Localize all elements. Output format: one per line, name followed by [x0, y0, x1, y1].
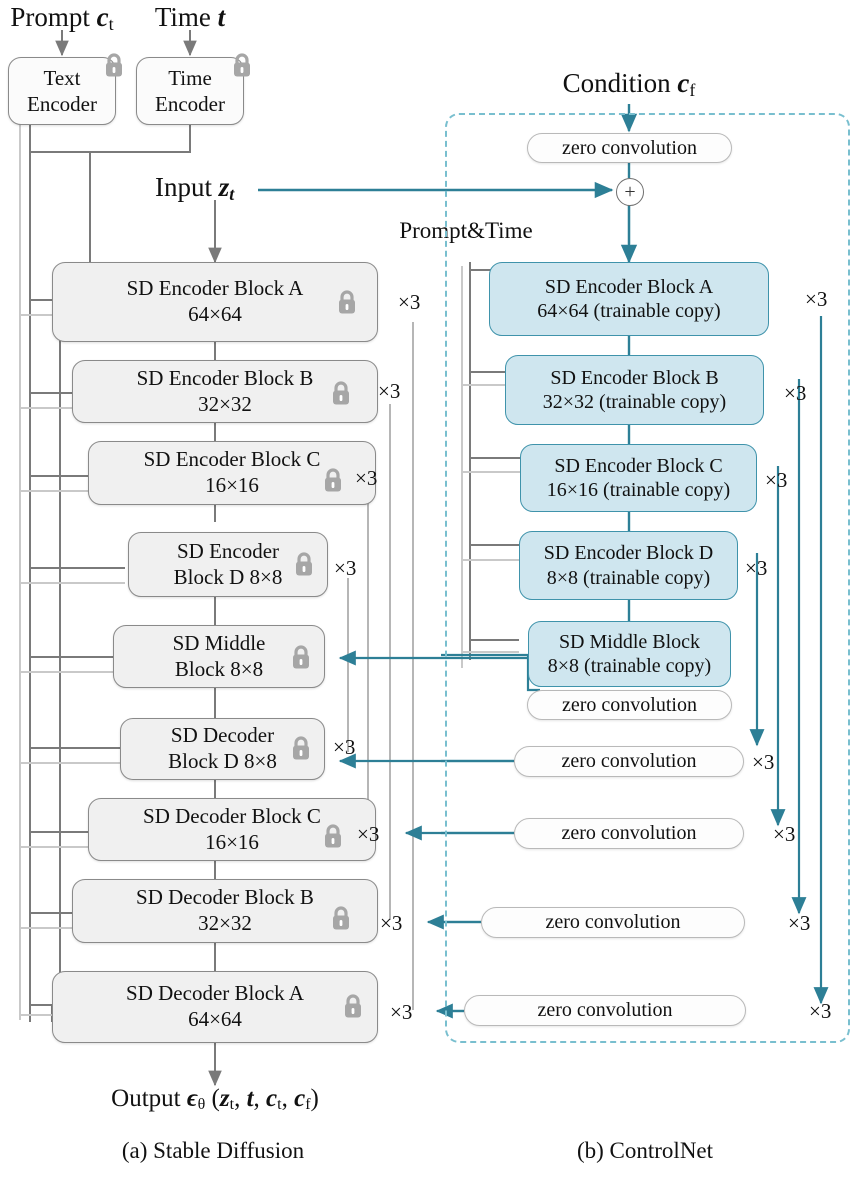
multiplicity-enc-b: ×3	[378, 379, 401, 403]
lock-icon	[103, 52, 125, 78]
multiplicity-enc-c: ×3	[355, 466, 378, 490]
lock-icon	[290, 735, 312, 761]
sd-decoder-block-c[interactable]: SD Decoder Block C 16×16	[88, 798, 376, 861]
lock-icon	[330, 905, 352, 931]
lock-icon	[322, 467, 344, 493]
block-line2: Block D 8×8	[168, 749, 277, 773]
time-input-label: Time t	[154, 2, 226, 32]
control-encoder-block-d[interactable]: SD Encoder Block D 8×8 (trainable copy)	[519, 531, 738, 600]
sd-encoder-block-b[interactable]: SD Encoder Block B 32×32	[72, 360, 378, 423]
zero-convolution-middle[interactable]: zero convolution	[527, 690, 732, 720]
block-line1: SD Decoder Block A	[126, 981, 304, 1006]
multiplicity-zc-dec-d: ×3	[752, 750, 775, 774]
multiplicity-zc-dec-b: ×3	[788, 911, 811, 935]
zero-convolution-dec-c[interactable]: zero convolution	[514, 818, 744, 849]
sd-decoder-block-b[interactable]: SD Decoder Block B 32×32	[72, 879, 378, 943]
condition-input-label: Condition cf	[562, 68, 696, 100]
block-line1: SD Middle	[172, 630, 266, 655]
block-line2: 8×8 (trainable copy)	[546, 566, 711, 589]
multiplicity-dec-b: ×3	[380, 911, 403, 935]
lock-icon	[231, 52, 253, 78]
multiplicity-c-enc-a: ×3	[805, 287, 828, 311]
block-line2: 64×64	[188, 1007, 242, 1031]
control-encoder-block-c[interactable]: SD Encoder Block C 16×16 (trainable copy…	[520, 444, 757, 512]
lock-icon	[293, 551, 315, 577]
lock-icon	[342, 993, 364, 1019]
block-line1: SD Middle Block	[558, 630, 701, 653]
time-encoder-line2: Encoder	[155, 92, 225, 116]
block-line2: Block 8×8	[174, 656, 264, 681]
multiplicity-dec-c: ×3	[357, 822, 380, 846]
block-line1: SD Decoder	[170, 723, 275, 748]
multiplicity-zc-dec-c: ×3	[773, 822, 796, 846]
plus-node: +	[616, 178, 644, 206]
multiplicity-c-enc-c: ×3	[765, 468, 788, 492]
block-line1: SD Encoder Block C	[554, 454, 723, 477]
input-latent-label: Input zt	[155, 172, 235, 204]
block-line2: 16×16 (trainable copy)	[546, 479, 731, 501]
block-line2: 64×64 (trainable copy)	[537, 300, 721, 322]
control-middle-block[interactable]: SD Middle Block 8×8 (trainable copy)	[528, 621, 731, 687]
sd-decoder-block-a[interactable]: SD Decoder Block A 64×64	[52, 971, 378, 1043]
block-line2: 32×32 (trainable copy)	[542, 391, 727, 413]
output-label: Output ϵθ (zt, t, ct, cf)	[111, 1085, 319, 1114]
sd-decoder-block-d[interactable]: SD Decoder Block D 8×8	[120, 718, 325, 780]
zero-convolution-dec-a[interactable]: zero convolution	[464, 995, 746, 1026]
multiplicity-enc-a: ×3	[398, 290, 421, 314]
prompt-input-label: Prompt ct	[10, 2, 114, 34]
block-line1: SD Encoder Block C	[143, 447, 321, 472]
block-line2: 32×32	[198, 911, 252, 935]
text-encoder-line1: Text	[43, 65, 81, 90]
control-encoder-block-a[interactable]: SD Encoder Block A 64×64 (trainable copy…	[489, 262, 769, 336]
multiplicity-c-enc-d: ×3	[745, 556, 768, 580]
block-line2: 16×16	[205, 829, 259, 854]
multiplicity-zc-dec-a: ×3	[809, 999, 832, 1023]
zero-convolution-top[interactable]: zero convolution	[527, 133, 732, 163]
lock-icon	[336, 289, 358, 315]
block-line1: SD Encoder Block B	[550, 366, 719, 389]
text-encoder-line2: Encoder	[27, 92, 97, 116]
lock-icon	[290, 644, 312, 670]
caption-controlnet: (b) ControlNet	[576, 1138, 714, 1163]
multiplicity-enc-d: ×3	[334, 556, 357, 580]
lock-icon	[330, 380, 352, 406]
multiplicity-dec-d: ×3	[333, 735, 356, 759]
sd-encoder-block-a[interactable]: SD Encoder Block A 64×64	[52, 262, 378, 342]
block-line1: SD Encoder Block D	[543, 542, 714, 565]
block-line1: SD Encoder Block B	[136, 365, 314, 390]
controlnet-boundary	[445, 113, 850, 1043]
sd-middle-block[interactable]: SD Middle Block 8×8	[113, 625, 325, 688]
lock-icon	[322, 823, 344, 849]
block-line2: 8×8 (trainable copy)	[547, 655, 712, 677]
block-line2: Block D 8×8	[173, 564, 283, 589]
prompt-time-bus-label: Prompt&Time	[399, 218, 533, 243]
multiplicity-c-enc-b: ×3	[784, 381, 807, 405]
block-line2: 64×64	[188, 302, 242, 326]
block-line2: 32×32	[198, 391, 252, 416]
block-line1: SD Decoder Block C	[143, 803, 321, 828]
time-encoder-block[interactable]: Time Encoder	[136, 57, 244, 125]
zero-convolution-dec-b[interactable]: zero convolution	[481, 907, 745, 938]
block-line1: SD Encoder Block A	[544, 275, 714, 298]
multiplicity-dec-a: ×3	[390, 1000, 413, 1024]
time-encoder-line1: Time	[168, 65, 212, 90]
block-line1: SD Encoder	[176, 538, 280, 563]
caption-stable-diffusion: (a) Stable Diffusion	[121, 1138, 305, 1163]
block-line1: SD Encoder Block A	[126, 276, 304, 301]
sd-encoder-block-d[interactable]: SD Encoder Block D 8×8	[128, 532, 328, 597]
block-line1: SD Decoder Block B	[136, 885, 314, 910]
text-encoder-block[interactable]: Text Encoder	[8, 57, 116, 125]
control-encoder-block-b[interactable]: SD Encoder Block B 32×32 (trainable copy…	[505, 355, 764, 425]
zero-convolution-dec-d[interactable]: zero convolution	[514, 746, 744, 777]
block-line2: 16×16	[205, 473, 259, 497]
